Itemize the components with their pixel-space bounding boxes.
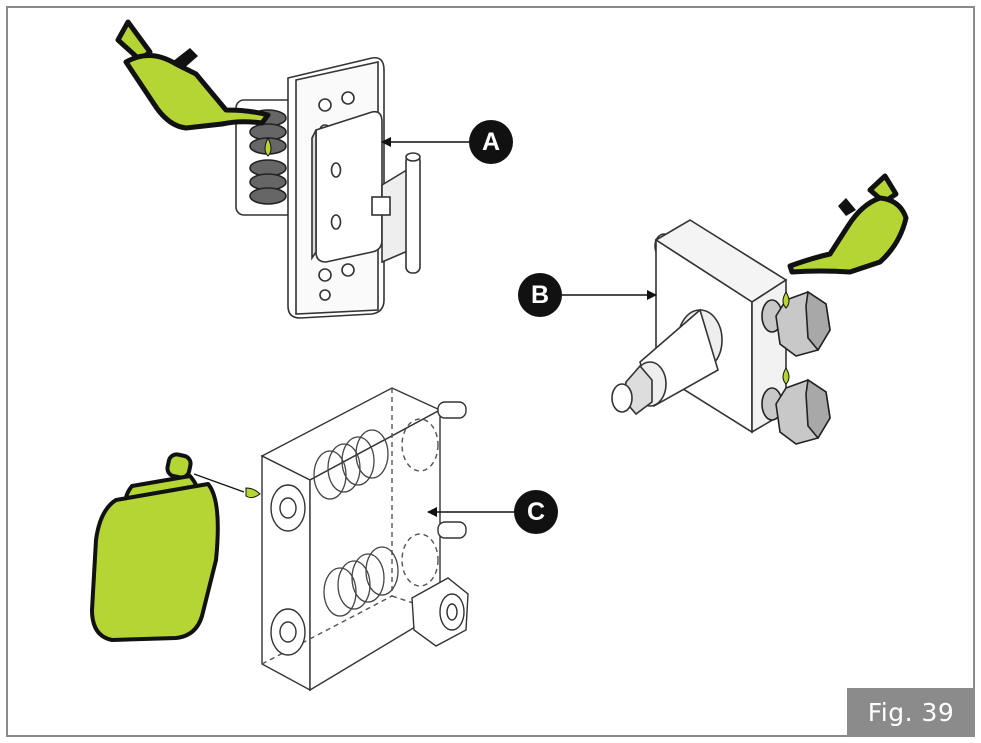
part-a-hinge-assembly [235, 56, 421, 319]
callout-c: C [514, 490, 558, 534]
oil-can-icon [787, 173, 909, 275]
part-b-bolt-block [611, 219, 831, 445]
oil-drop-icon [264, 136, 272, 157]
callout-b: B [518, 273, 562, 317]
part-c-spring-block [260, 387, 469, 692]
oil-drop-icon [782, 367, 790, 385]
oil-drop-icon [782, 291, 790, 309]
figure-frame [6, 6, 975, 737]
callout-a: A [469, 120, 513, 164]
oil-drop-icon [245, 487, 261, 499]
figure-number-label: Fig. 39 [847, 688, 975, 737]
oil-bottle-icon [90, 452, 220, 642]
oil-can-icon [115, 19, 271, 131]
